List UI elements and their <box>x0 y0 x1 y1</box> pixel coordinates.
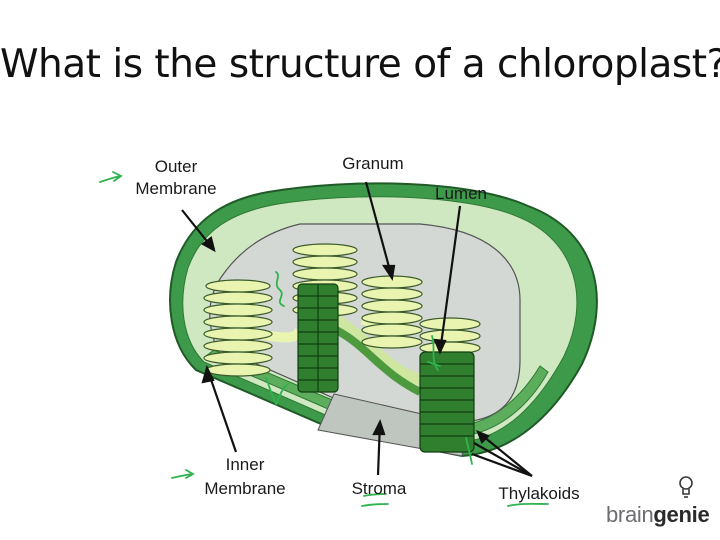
label-pointers <box>181 181 533 478</box>
braingenie-logo: braingenie <box>606 502 710 528</box>
outer-membrane-label-line1: Outer <box>155 157 198 176</box>
granum-middle <box>361 275 423 349</box>
inner-membrane-label-line2: Membrane <box>204 479 285 498</box>
stroma-label: Stroma <box>352 479 407 498</box>
granum-left <box>203 279 273 377</box>
lumen-label: Lumen <box>435 184 487 203</box>
logo-genie-text: genie <box>653 502 710 527</box>
outer-membrane-label-line2: Membrane <box>135 179 216 198</box>
inner-membrane-label-line1: Inner <box>226 455 265 474</box>
granum-right-dark <box>419 351 475 453</box>
stroma-lamella-dark <box>334 326 422 396</box>
granum-dark-center <box>297 283 339 393</box>
slide-title: What is the structure of a chloroplast? <box>0 42 720 87</box>
stroma-lamella-center <box>332 314 422 386</box>
thylakoids-label: Thylakoids <box>498 484 579 503</box>
logo-brain-text: brain <box>606 502 654 527</box>
granum-label: Granum <box>342 154 403 173</box>
pen-annotations <box>99 171 549 507</box>
lightbulb-icon <box>679 476 693 498</box>
granum-right-top <box>419 317 481 355</box>
